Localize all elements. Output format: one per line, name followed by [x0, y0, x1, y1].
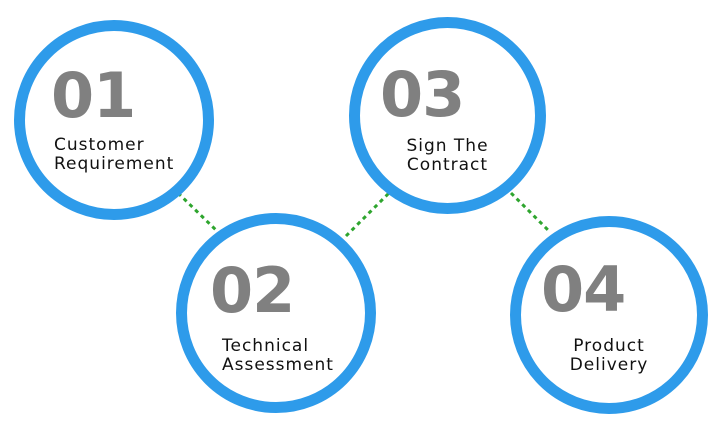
- step-number: 04: [541, 253, 626, 326]
- step-label-line: Requirement: [54, 154, 175, 174]
- connector-01-02: [176, 191, 220, 234]
- step-label: Product Delivery: [521, 337, 697, 375]
- step-label-line: Assessment: [222, 355, 334, 375]
- step-label-line: Delivery: [569, 355, 649, 375]
- connector-02-03: [344, 191, 391, 238]
- step-label: Customer Requirement: [54, 136, 174, 174]
- step-label-line: Contract: [406, 155, 489, 175]
- step-label: Technical Assessment: [222, 337, 334, 375]
- step-circle-02: 02 Technical Assessment: [176, 213, 376, 413]
- step-circle-04: 04 Product Delivery: [510, 216, 708, 414]
- step-number: 02: [210, 254, 295, 327]
- step-circle-03: 03 Sign The Contract: [349, 17, 546, 214]
- step-label-line: Sign The: [406, 136, 489, 156]
- step-label-line: Product: [573, 336, 645, 356]
- step-label-line: Technical: [222, 336, 310, 356]
- step-label-line: Customer: [54, 135, 145, 155]
- step-label: Sign The Contract: [360, 137, 535, 175]
- step-number: 01: [51, 59, 136, 132]
- connector-03-04: [509, 191, 551, 233]
- step-circle-01: 01 Customer Requirement: [14, 20, 214, 220]
- step-number: 03: [380, 58, 465, 131]
